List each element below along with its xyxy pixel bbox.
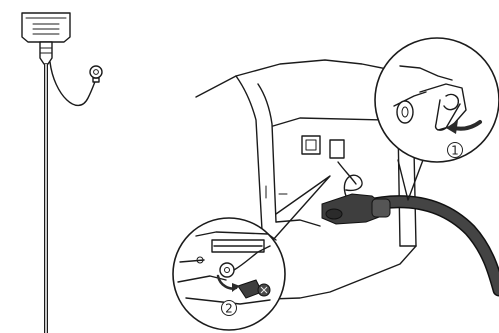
ground-terminal-icon: [89, 65, 103, 79]
ground-screw-port-icon: [329, 139, 345, 159]
step-1-label: 1: [451, 144, 459, 158]
zoomed-ring-terminal-icon: [219, 262, 235, 278]
step-2-label: 2: [225, 302, 233, 316]
ground-lead: [343, 174, 363, 197]
interface-port-icon: [301, 135, 321, 155]
cable-connector-icon: [21, 12, 71, 43]
step-2-badge: [221, 300, 237, 316]
zoom-circle-1: [374, 37, 499, 163]
callout-step-1: 1: [374, 37, 499, 201]
interface-cable-illustration: [21, 12, 103, 333]
ground-wire: [49, 61, 97, 106]
callout-step-2: 2: [172, 175, 331, 331]
step-1-badge: [447, 142, 463, 158]
